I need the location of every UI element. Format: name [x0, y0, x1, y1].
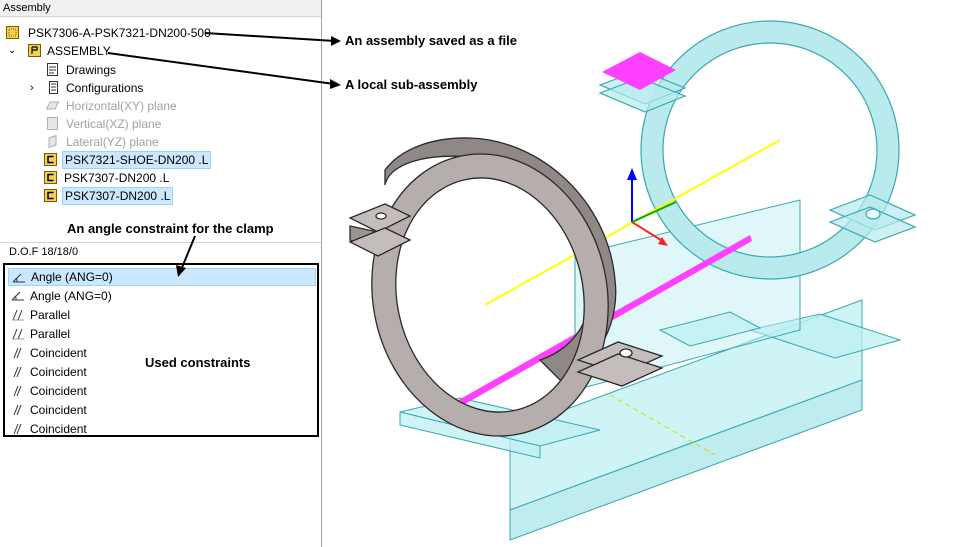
tree-root-label: PSK7306-A-PSK7321-DN200-500	[28, 26, 211, 40]
plane-yz-label: Lateral(YZ) plane	[66, 135, 159, 149]
angle-icon	[12, 273, 25, 283]
constraint-row[interactable]: Coincident	[8, 420, 316, 438]
constraint-row[interactable]: Angle (ANG=0)	[8, 287, 316, 305]
constraint-row[interactable]: Angle (ANG=0)	[8, 268, 316, 286]
tree-item-part-2[interactable]: PSK7307-DN200 .L	[44, 169, 169, 187]
constraint-label: Coincident	[30, 403, 87, 417]
configurations-label: Configurations	[66, 81, 144, 95]
constraint-label: Angle (ANG=0)	[30, 289, 112, 303]
coordinate-triad	[627, 168, 677, 246]
tree-item-plane-yz[interactable]: Lateral(YZ) plane	[46, 133, 159, 151]
part-icon	[44, 171, 57, 184]
constraint-row[interactable]: Parallel	[8, 306, 316, 324]
plane-icon	[48, 135, 57, 148]
panel-splitter[interactable]	[0, 242, 321, 243]
configurations-icon	[49, 81, 58, 94]
plane-icon	[47, 117, 58, 130]
drawings-label: Drawings	[66, 63, 117, 77]
annotation-assembly-file: An assembly saved as a file	[345, 33, 517, 48]
tree-item-part-3[interactable]: PSK7307-DN200 .L	[44, 187, 174, 205]
coincident-icon	[13, 404, 22, 416]
tree-item-sub-assembly[interactable]: ⌄ ASSEMBLY	[8, 42, 111, 60]
tree-item-drawings[interactable]: Drawings	[46, 61, 116, 79]
part-3-label: PSK7307-DN200 .L	[62, 187, 174, 205]
plane-icon	[46, 101, 59, 110]
parallel-icon	[12, 309, 24, 321]
annotation-angle-constraint: An angle constraint for the clamp	[67, 221, 274, 236]
tree-item-configurations[interactable]: › Configurations	[30, 79, 143, 97]
panel-title: Assembly	[0, 0, 321, 17]
part-icon	[44, 189, 57, 202]
dof-readout: D.O.F 18/18/0	[9, 246, 79, 258]
annotation-used-constraints: Used constraints	[145, 355, 251, 370]
parallel-icon	[12, 328, 24, 340]
constraint-label: Coincident	[30, 346, 87, 360]
angle-icon	[11, 291, 24, 301]
selected-face-highlight	[602, 52, 676, 90]
constraint-label: Angle (ANG=0)	[31, 270, 113, 284]
part-2-label: PSK7307-DN200 .L	[64, 171, 170, 185]
coincident-icon	[13, 347, 22, 359]
tree-item-plane-xz[interactable]: Vertical(XZ) plane	[46, 115, 161, 133]
constraint-label: Parallel	[30, 308, 71, 322]
annotation-local-sub-assembly: A local sub-assembly	[345, 77, 478, 92]
axis-line	[609, 394, 716, 456]
annotation-arrows	[107, 32, 341, 277]
constraint-label: Coincident	[30, 365, 87, 379]
constraints-list: Angle (ANG=0) Angle (ANG=0) Parallel Par…	[3, 263, 319, 437]
assembly-file-icon	[6, 26, 19, 39]
sub-assembly-icon	[28, 44, 41, 57]
constraint-row[interactable]: Coincident	[8, 401, 316, 419]
chevron-down-icon[interactable]: ⌄	[8, 45, 17, 56]
plane-xy-label: Horizontal(XY) plane	[66, 99, 177, 113]
constraint-row[interactable]: Coincident	[8, 382, 316, 400]
constraint-label: Coincident	[30, 422, 87, 436]
tree-item-root-assembly[interactable]: PSK7306-A-PSK7321-DN200-500	[6, 24, 211, 42]
coincident-icon	[13, 366, 22, 378]
constraint-row[interactable]: Coincident	[8, 344, 316, 362]
constraint-label: Coincident	[30, 384, 87, 398]
drawing-icon	[47, 63, 58, 76]
chevron-right-icon[interactable]: ›	[30, 82, 34, 94]
part-1-label: PSK7321-SHOE-DN200 .L	[62, 151, 212, 169]
constraint-label: Parallel	[30, 327, 71, 341]
coincident-icon	[13, 423, 22, 435]
tree-item-plane-xy[interactable]: Horizontal(XY) plane	[46, 97, 177, 115]
clamp-solid-part	[348, 137, 664, 437]
constraint-row[interactable]: Coincident	[8, 363, 316, 381]
tree-item-part-1[interactable]: PSK7321-SHOE-DN200 .L	[44, 151, 212, 169]
constraint-row[interactable]: Parallel	[8, 325, 316, 343]
assembly-panel: Assembly PSK7306-A-PSK7321-DN200-500 ⌄ A…	[0, 0, 322, 547]
plane-xz-label: Vertical(XZ) plane	[66, 117, 162, 131]
coincident-icon	[13, 385, 22, 397]
sub-assembly-label: ASSEMBLY	[47, 44, 111, 58]
part-icon	[44, 153, 57, 166]
